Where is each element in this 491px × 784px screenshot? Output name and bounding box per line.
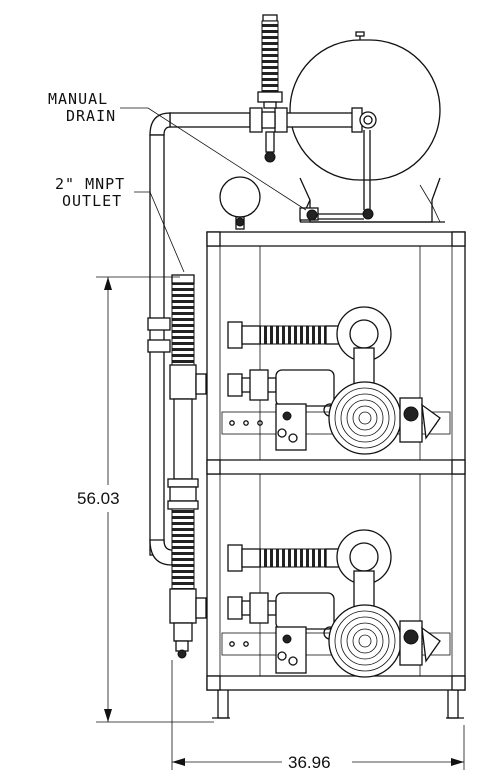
height-dimension — [96, 276, 214, 723]
manual-drain-label-line2: DRAIN — [66, 107, 116, 125]
width-dimension-value: 36.96 — [288, 753, 331, 772]
manual-drain-label-line1: MANUAL — [48, 90, 108, 108]
width-dimension — [171, 660, 465, 770]
manual-drain-valve — [299, 207, 374, 221]
outlet-leader — [134, 191, 185, 273]
pressure-tank — [289, 31, 445, 223]
top-header-pipe — [149, 107, 377, 566]
manual-drain-leader — [120, 107, 307, 211]
expansion-coil — [257, 14, 283, 163]
outlet-label-line1: 2" MNPT — [55, 175, 125, 193]
pressure-gauge — [219, 176, 261, 230]
outlet-label-line2: OUTLET — [62, 192, 122, 210]
pump-assembly-upper — [227, 306, 441, 455]
discharge-manifold — [147, 274, 207, 659]
pump-assembly-lower — [227, 529, 441, 678]
height-dimension-value: 56.03 — [77, 489, 120, 508]
skid-frame — [206, 231, 466, 719]
